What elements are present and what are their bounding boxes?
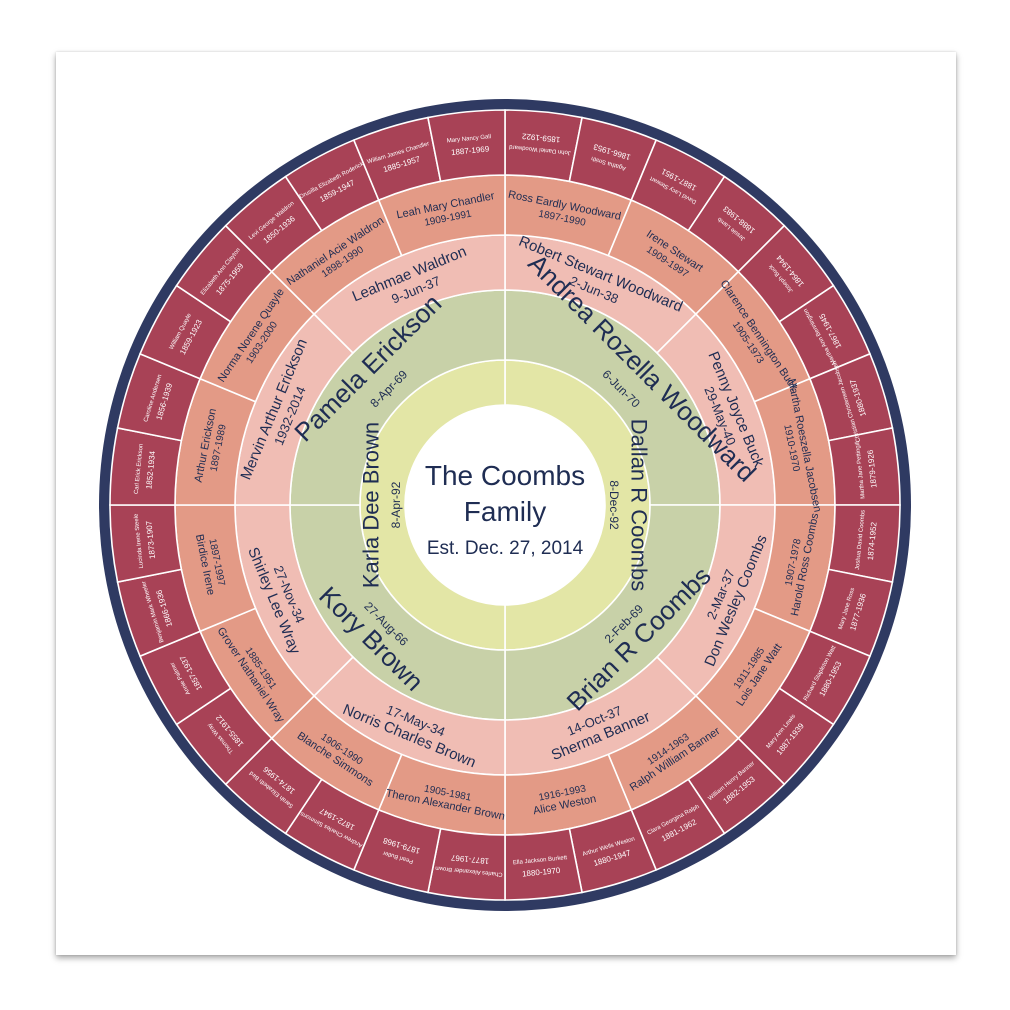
ancestor-dates: 1880-1970 <box>522 866 562 879</box>
ancestor-name: Karla Dee Brown <box>358 422 383 588</box>
ancestor-dates: 1879-1926 <box>866 449 879 489</box>
gen4-segment <box>426 109 506 183</box>
ancestor-name: Joshua David Coombs <box>855 510 867 571</box>
ancestor-name: Mary Nancy Gall <box>447 134 492 144</box>
family-title-line1: The Coombs <box>425 460 585 491</box>
ancestor-name: Martha Jane Pettingill <box>855 441 867 499</box>
ancestor-label: Karla Dee Brown 8-Apr-92 <box>358 422 403 588</box>
ancestor-dates: 1874-1952 <box>866 521 879 561</box>
family-title-line2: Family <box>464 496 546 527</box>
center-disc <box>405 405 605 605</box>
ancestor-dates: 1873-1907 <box>144 520 157 560</box>
ancestor-dates: 8-Apr-92 <box>389 481 403 528</box>
ancestor-label: Dallan R Coombs 8-Dec-92 <box>607 419 652 591</box>
ancestor-dates: 1877-1967 <box>450 853 490 866</box>
ancestor-name: Lucinda Irene Steele <box>134 513 145 569</box>
ancestor-dates: 1887-1969 <box>451 144 491 157</box>
ancestor-dates: 1859-1922 <box>521 131 561 144</box>
ancestor-name: Carl Erick Erickson <box>134 443 145 494</box>
established-date: Est. Dec. 27, 2014 <box>427 538 584 559</box>
ancestor-name: Ella Jackson Burkett <box>513 855 568 866</box>
ancestor-name: Dallan R Coombs <box>627 419 652 591</box>
ancestor-dates: 1852-1934 <box>144 450 157 490</box>
ancestor-dates: 8-Dec-92 <box>607 480 621 530</box>
